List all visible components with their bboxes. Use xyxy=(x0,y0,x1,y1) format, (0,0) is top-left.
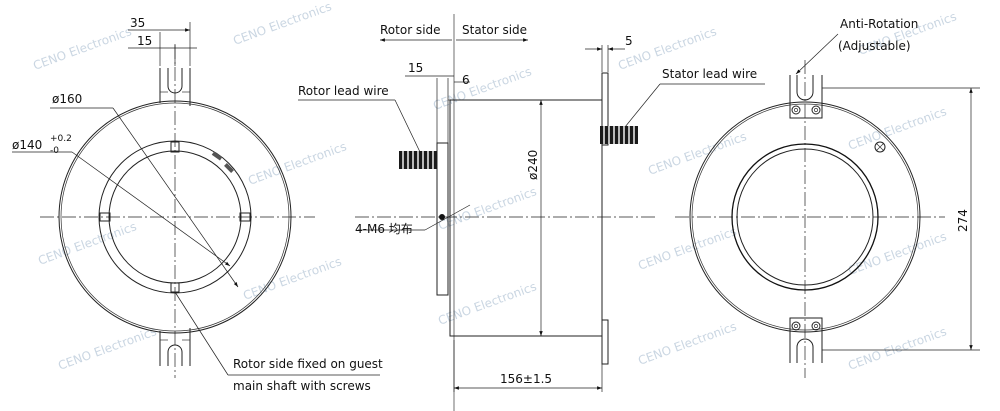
watermark: CENO Electronics xyxy=(36,219,138,268)
rotor-side-label: Rotor side xyxy=(380,23,441,37)
stator-side-label: Stator side xyxy=(462,23,527,37)
anti-rotation-bracket-bottom xyxy=(789,317,823,363)
anti-rotation-label: Anti-Rotation xyxy=(840,17,918,31)
stator-lead-wire-label: Stator lead wire xyxy=(662,67,757,81)
rotor-face-view: 35 15 ø160 ø140 +0.2 -0 Rotor side fixed… xyxy=(12,16,383,393)
watermark: CENO Electronics xyxy=(846,229,948,278)
rotor-ring-outer xyxy=(98,140,252,294)
stator-lead-wire xyxy=(600,126,638,144)
dim-140: ø140 xyxy=(12,138,42,152)
note-line-1: Rotor side fixed on guest xyxy=(233,357,383,371)
stator-flange-top xyxy=(601,72,609,146)
watermark: CENO Electronics xyxy=(31,24,133,73)
watermark: CENO Electronics xyxy=(246,139,348,188)
dim-15-mid: 15 xyxy=(408,61,423,75)
watermark: CENO Electronics xyxy=(636,224,738,273)
watermark: CENO Electronics xyxy=(846,324,948,373)
stator-bore-inner xyxy=(736,148,874,286)
note-line-2: main shaft with screws xyxy=(233,379,371,393)
dim-156: 156±1.5 xyxy=(500,372,552,386)
watermark: CENO Electronics xyxy=(646,129,748,178)
watermark: CENO Electronics xyxy=(636,319,738,368)
rotor-flange-plate xyxy=(436,142,449,296)
watermark-group: CENO Electronics CENO Electronics CENO E… xyxy=(31,0,958,373)
dim-15-left: 15 xyxy=(137,34,152,48)
side-view: Rotor side Stator side 15 6 xyxy=(298,14,765,411)
stator-flange-circle xyxy=(689,101,921,333)
bolts-label: 4-M6 均布 xyxy=(355,222,413,236)
adjustable-label: (Adjustable) xyxy=(838,39,911,53)
dim-160: ø160 xyxy=(52,92,82,106)
bottom-fork-tab xyxy=(159,328,191,366)
stator-face-view: Anti-Rotation (Adjustable) 274 xyxy=(675,17,980,378)
watermark: CENO Electronics xyxy=(231,0,333,48)
dim-240: ø240 xyxy=(526,150,540,180)
watermark: CENO Electronics xyxy=(616,24,718,73)
watermark: CENO Electronics xyxy=(241,254,343,303)
stator-flange-bottom xyxy=(601,319,609,365)
watermark: CENO Electronics xyxy=(56,324,158,373)
dim-6: 6 xyxy=(462,73,470,87)
watermark: CENO Electronics xyxy=(436,279,538,328)
stator-bore-outer xyxy=(731,143,879,291)
dim-140-tol-lower: -0 xyxy=(50,146,59,156)
dim-140-tol-upper: +0.2 xyxy=(50,134,72,144)
dim-5: 5 xyxy=(625,34,633,48)
dim-35: 35 xyxy=(130,16,145,30)
slip-ring-body xyxy=(449,99,603,337)
rotor-lead-wire-label: Rotor lead wire xyxy=(298,84,389,98)
watermark: CENO Electronics xyxy=(846,104,948,153)
rotor-lead-wire xyxy=(399,151,437,169)
outer-flange-circle xyxy=(58,100,292,334)
watermark: CENO Electronics xyxy=(436,184,538,233)
top-fork-tab xyxy=(159,68,191,106)
anti-rotation-bracket-top xyxy=(789,75,823,119)
watermark: CENO Electronics xyxy=(431,64,533,113)
dim-274: 274 xyxy=(956,209,970,232)
